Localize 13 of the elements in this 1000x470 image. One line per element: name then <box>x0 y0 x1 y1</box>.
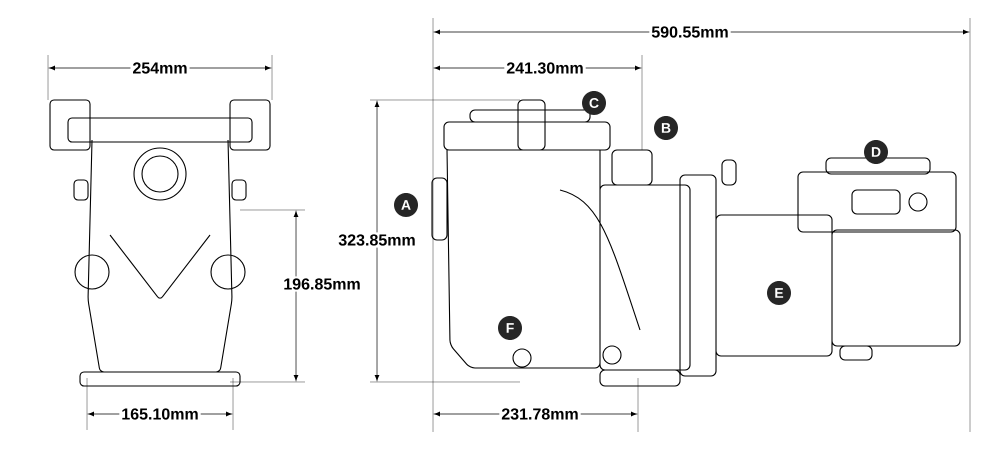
callout-letter: A <box>394 193 418 217</box>
dimension-label: 323.85mm <box>336 232 418 248</box>
dimension-label: 196.85mm <box>281 276 363 292</box>
callout-letter: C <box>582 91 606 115</box>
callout-letter: D <box>864 140 888 164</box>
callout-letter: B <box>654 116 678 140</box>
dimension-label: 254mm <box>130 60 190 76</box>
callout-letter: F <box>498 316 522 340</box>
dimension-label: 231.78mm <box>499 406 581 422</box>
dimension-label: 241.30mm <box>504 60 586 76</box>
dimension-label: 590.55mm <box>649 24 731 40</box>
callout-letter: E <box>767 281 791 305</box>
dimension-label: 165.10mm <box>119 406 201 422</box>
